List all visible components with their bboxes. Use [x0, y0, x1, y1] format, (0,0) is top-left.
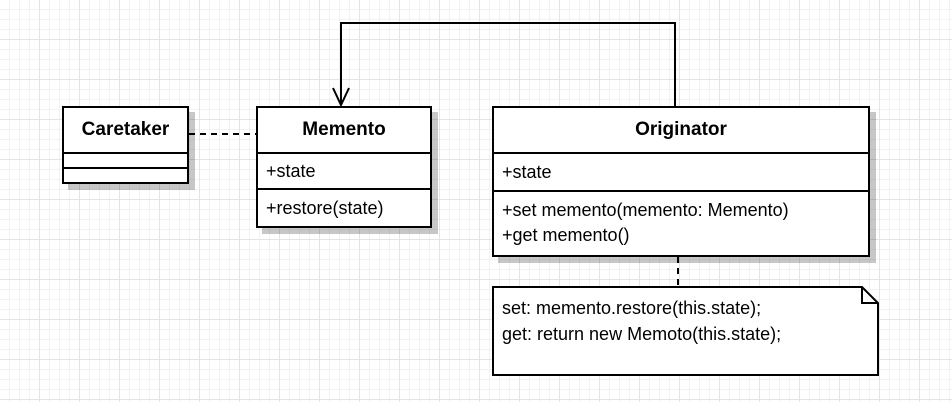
memento-operation: +restore(state)	[266, 197, 384, 218]
class-caretaker[interactable]: Caretaker	[62, 106, 189, 184]
note-line: get: return new Memoto(this.state);	[502, 324, 782, 344]
class-caretaker-attributes	[64, 154, 187, 169]
originator-attribute: +state	[502, 161, 552, 182]
class-caretaker-operations	[64, 169, 187, 184]
note-fold-corner	[861, 287, 878, 304]
originator-operation: +get memento()	[502, 225, 630, 245]
note-shape	[492, 286, 879, 376]
class-originator-attributes: +state	[494, 154, 868, 192]
note-line: set: memento.restore(this.state);	[502, 298, 762, 318]
note-text: set: memento.restore(this.state); get: r…	[502, 295, 781, 347]
class-memento-operations: +restore(state)	[258, 190, 430, 226]
arrowhead-open-icon	[332, 87, 350, 108]
note-box[interactable]: set: memento.restore(this.state); get: r…	[492, 286, 879, 376]
class-memento-attributes: +state	[258, 154, 430, 190]
class-memento-name: Memento	[258, 108, 430, 154]
originator-operation: +set memento(memento: Memento)	[502, 200, 789, 220]
class-originator-name: Originator	[494, 108, 868, 154]
class-originator-operations: +set memento(memento: Memento) +get meme…	[494, 192, 868, 248]
class-memento[interactable]: Memento +state +restore(state)	[256, 106, 432, 228]
class-caretaker-name: Caretaker	[64, 108, 187, 154]
originator-memento-association[interactable]	[340, 22, 676, 106]
memento-attribute: +state	[266, 160, 316, 181]
class-originator[interactable]: Originator +state +set memento(memento: …	[492, 106, 870, 257]
